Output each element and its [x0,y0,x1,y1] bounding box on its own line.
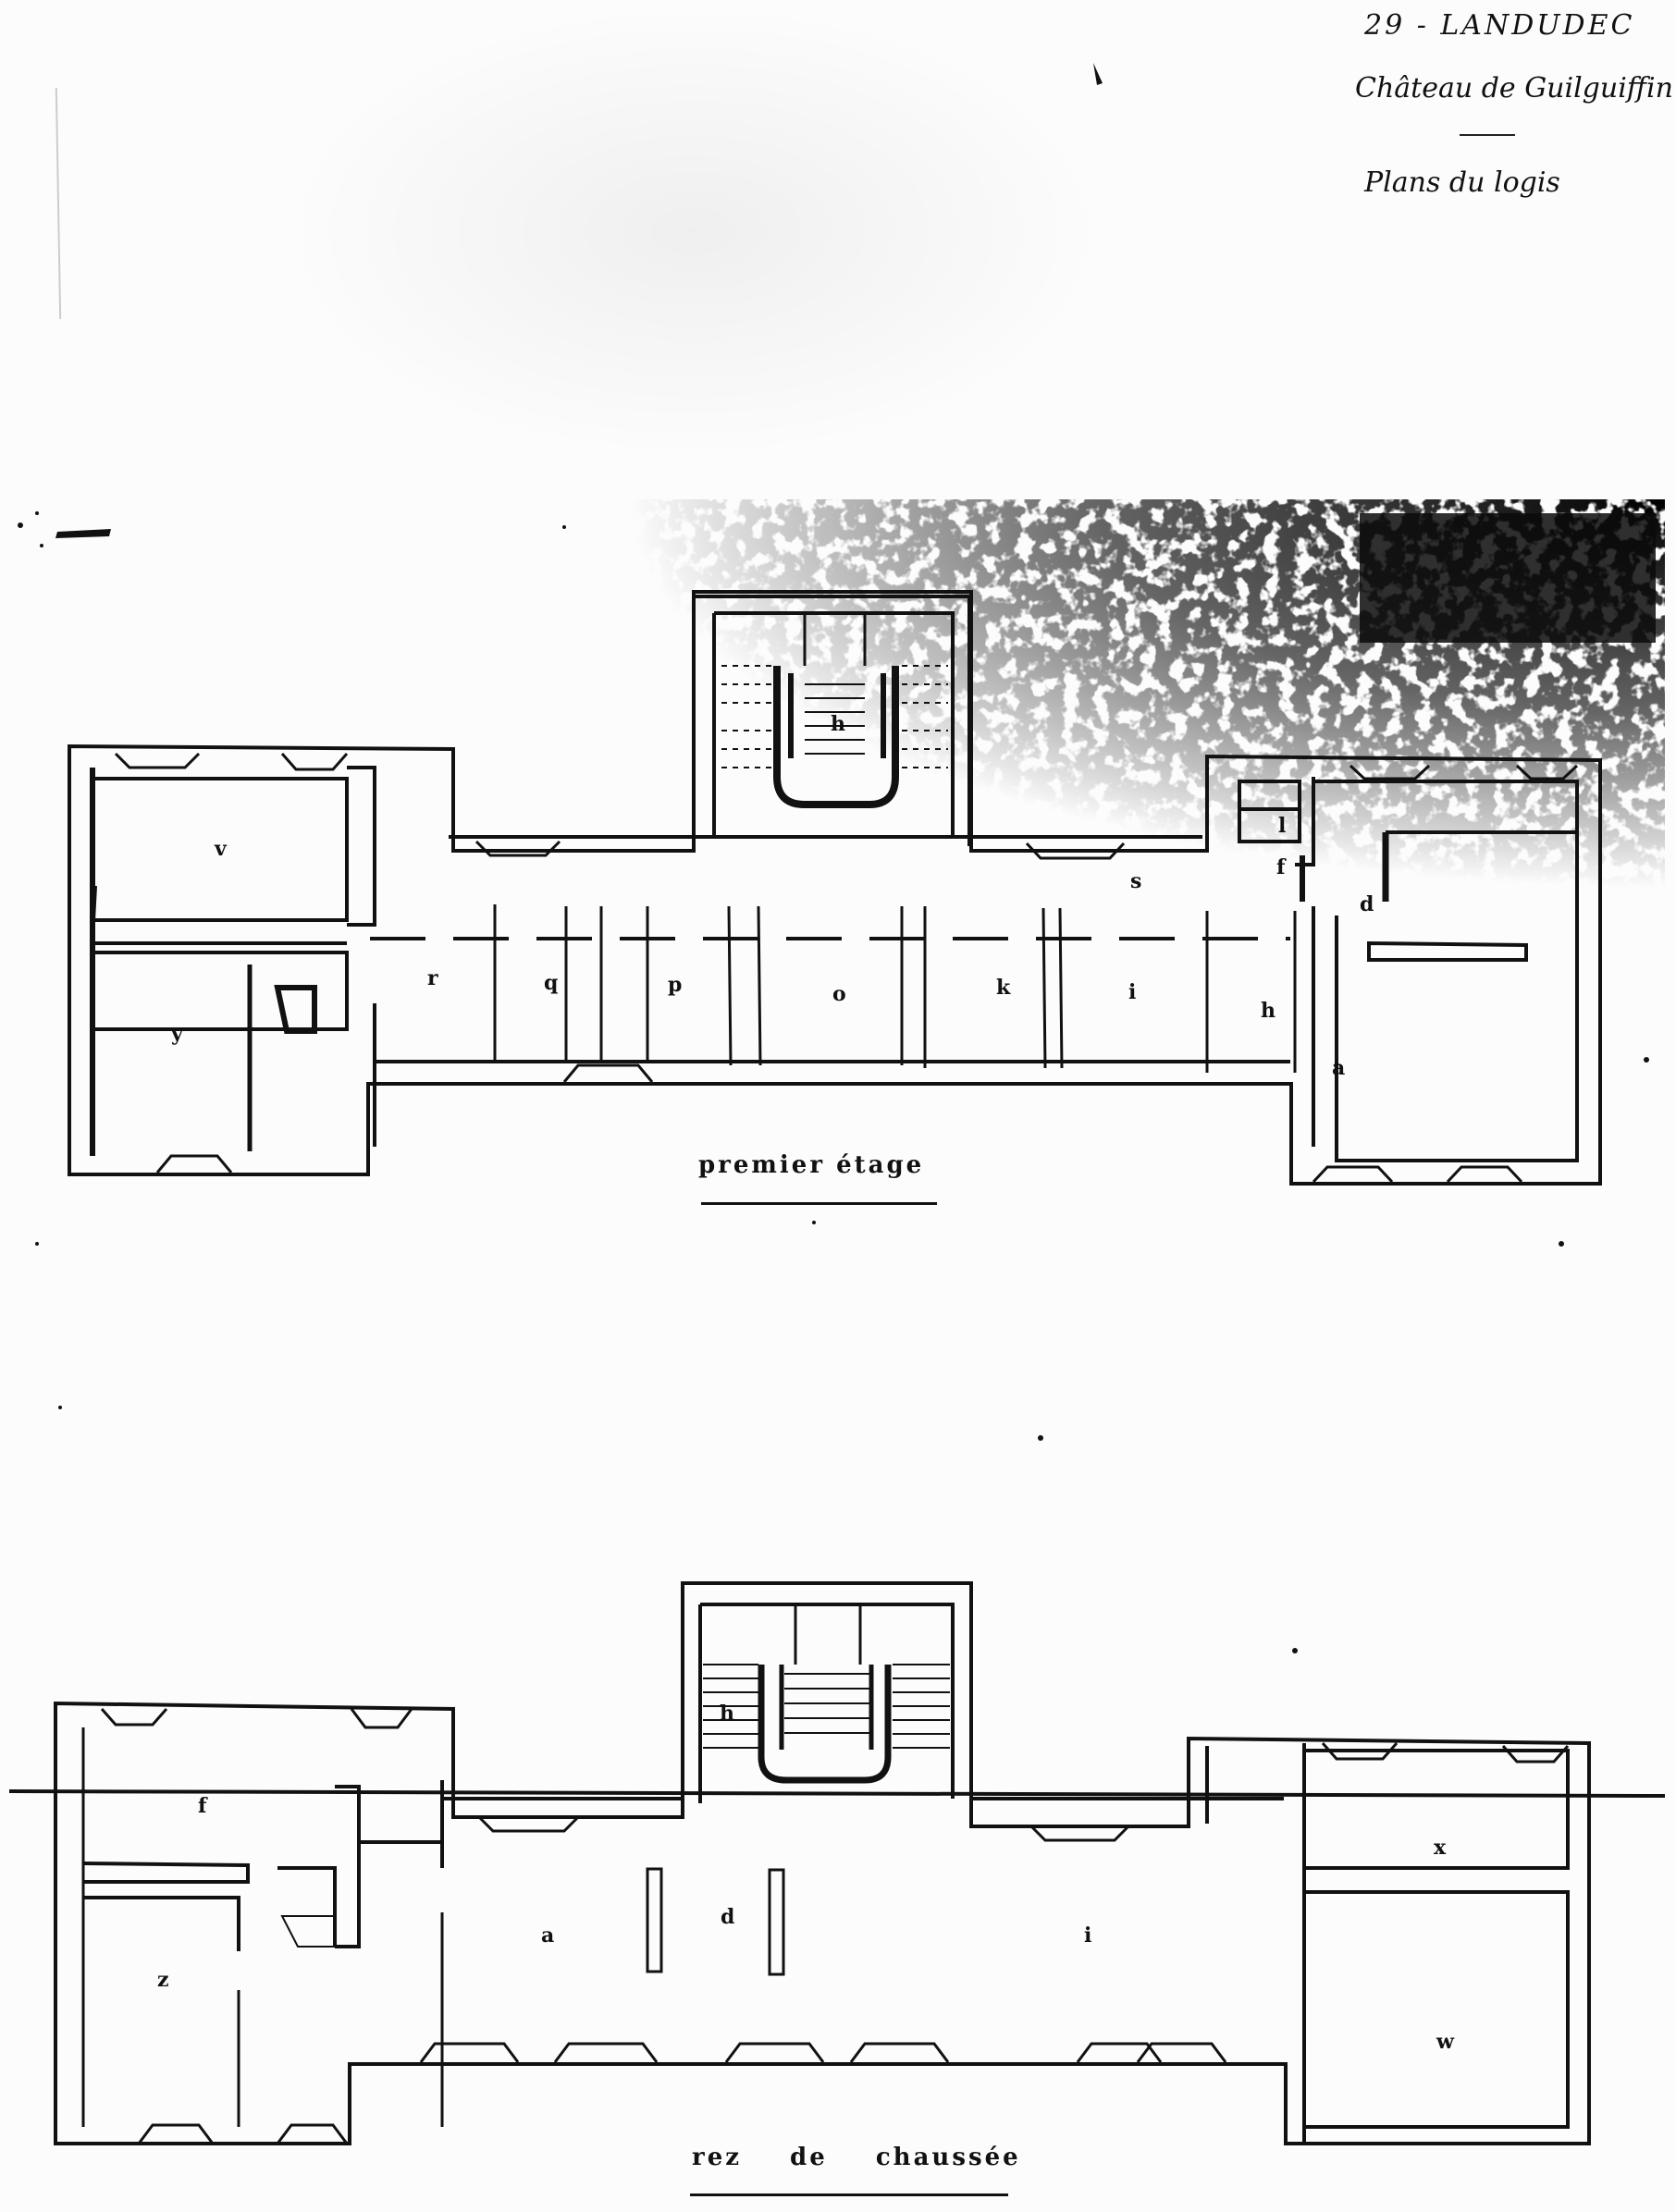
annotation-building: Château de Guilguiffin [1355,72,1673,104]
plan-premier-etage [68,590,1602,1186]
stray-marks [18,63,1649,1653]
room-label: z [157,1968,169,1992]
caption-premier-etage: premier étage [698,1151,925,1179]
room-label: a [541,1923,554,1948]
room-label: d [1360,892,1374,916]
room-label: h [720,1702,734,1726]
ink-stain-dense [1360,513,1656,643]
room-label: o [832,982,846,1006]
room-label: k [996,976,1011,1000]
caption-rez-de-chaussee: rez de chaussée [692,2144,1021,2171]
room-label: v [214,837,228,861]
room-label: i [1084,1923,1091,1948]
room-label: a [1332,1056,1345,1080]
room-label: f [198,1794,208,1818]
room-label: p [668,973,682,997]
room-labels-premier-etage: v y r q p o k i h h f d a l s [170,712,1374,1080]
room-label: l [1278,814,1286,838]
room-label: h [831,712,845,736]
room-label: q [544,971,558,995]
plan-rez-de-chaussee [8,1581,1666,2145]
room-label: y [170,1022,184,1046]
caption-underline [690,2194,1008,2196]
paper-shading [277,0,1110,462]
room-label: x [1434,1836,1447,1860]
room-labels-rez-de-chaussee: f z a d h i x w [157,1702,1455,2054]
annotation-divider [1460,134,1515,136]
room-label: f [1276,855,1287,879]
annotation-title: Plans du logis [1364,166,1560,199]
caption-underline [701,1202,937,1205]
room-label: s [1130,869,1141,893]
room-label: i [1128,980,1136,1004]
room-label: d [721,1905,734,1929]
annotation-location: 29 - LANDUDEC [1364,9,1635,42]
room-label: w [1436,2030,1455,2054]
room-label: r [427,966,438,990]
room-label: h [1261,999,1275,1023]
